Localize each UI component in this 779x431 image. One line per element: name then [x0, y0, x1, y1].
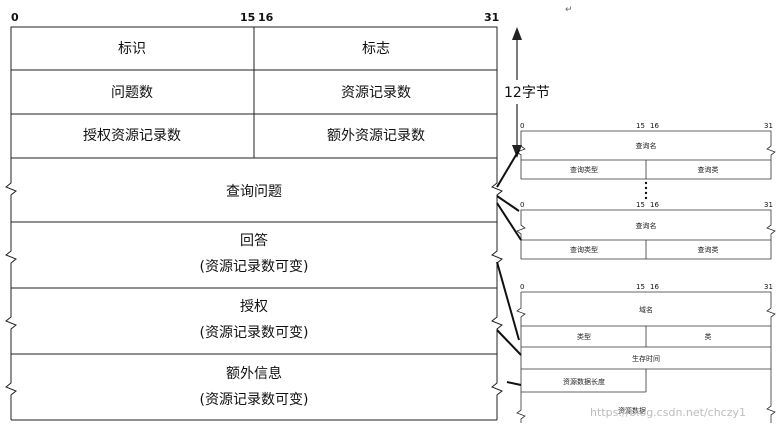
query-format-box-1: [516, 130, 776, 180]
question-section: 查询问题: [226, 184, 282, 200]
answer-section-note: (资源记录数可变): [200, 259, 309, 275]
query1-bit-31: 31: [764, 122, 773, 130]
rr-bit-0: 0: [520, 283, 524, 291]
query2-class-field: 查询类: [698, 245, 719, 254]
query2-bit-16: 16: [650, 201, 659, 209]
rr-class-field: 类: [705, 332, 712, 341]
main-message-format: [5, 26, 503, 421]
query2-bit-15: 15: [636, 201, 645, 209]
answer-section-title: 回答: [240, 232, 268, 249]
query1-type-field: 查询类型: [570, 165, 598, 174]
query1-bit-15: 15: [636, 122, 645, 130]
rr-bit-31: 31: [764, 283, 773, 291]
query2-name-field: 查询名: [636, 221, 657, 230]
bit-31-label: 31: [484, 11, 499, 24]
query1-class-field: 查询类: [698, 165, 719, 174]
answer-rr-count-field: 资源记录数: [341, 85, 411, 101]
authority-section-note: (资源记录数可变): [200, 325, 309, 341]
additional-section-title: 额外信息: [226, 365, 282, 382]
rr-bit-16: 16: [650, 283, 659, 291]
query1-bit-16: 16: [650, 122, 659, 130]
query2-type-field: 查询类型: [570, 245, 598, 254]
authority-rr-count-field: 授权资源记录数: [83, 128, 181, 144]
identification-field: 标识: [118, 41, 146, 57]
rr-rdlength-field: 资源数据长度: [563, 377, 605, 386]
rr-domain-field: 域名: [639, 305, 653, 314]
additional-section-note: (资源记录数可变): [200, 392, 309, 408]
return-mark-icon: ↵: [565, 5, 573, 15]
bit-0-label: 0: [11, 11, 19, 24]
ellipsis-dots: [644, 181, 648, 200]
query2-bit-0: 0: [520, 201, 524, 209]
rr-bit-15: 15: [636, 283, 645, 291]
rr-ttl-field: 生存时间: [632, 354, 660, 363]
authority-section-title: 授权: [240, 299, 268, 315]
rr-rdata-field: 资源数据: [618, 406, 646, 415]
watermark-text: https://blog.csdn.net/chczy1: [590, 406, 746, 419]
connector-lines: [496, 149, 522, 386]
query1-bit-0: 0: [520, 122, 524, 130]
rr-type-field: 类型: [577, 332, 591, 341]
query-format-box-2: [516, 209, 776, 260]
flags-field: 标志: [362, 41, 390, 57]
query2-bit-31: 31: [764, 201, 773, 209]
header-size-label: 12字节: [504, 85, 550, 101]
bit-16-label: 16: [258, 11, 274, 24]
resource-record-format-box: [516, 291, 776, 423]
question-count-field: 问题数: [111, 85, 153, 101]
additional-rr-count-field: 额外资源记录数: [327, 128, 425, 144]
query1-name-field: 查询名: [636, 141, 657, 150]
bit-15-label: 15: [240, 11, 255, 24]
